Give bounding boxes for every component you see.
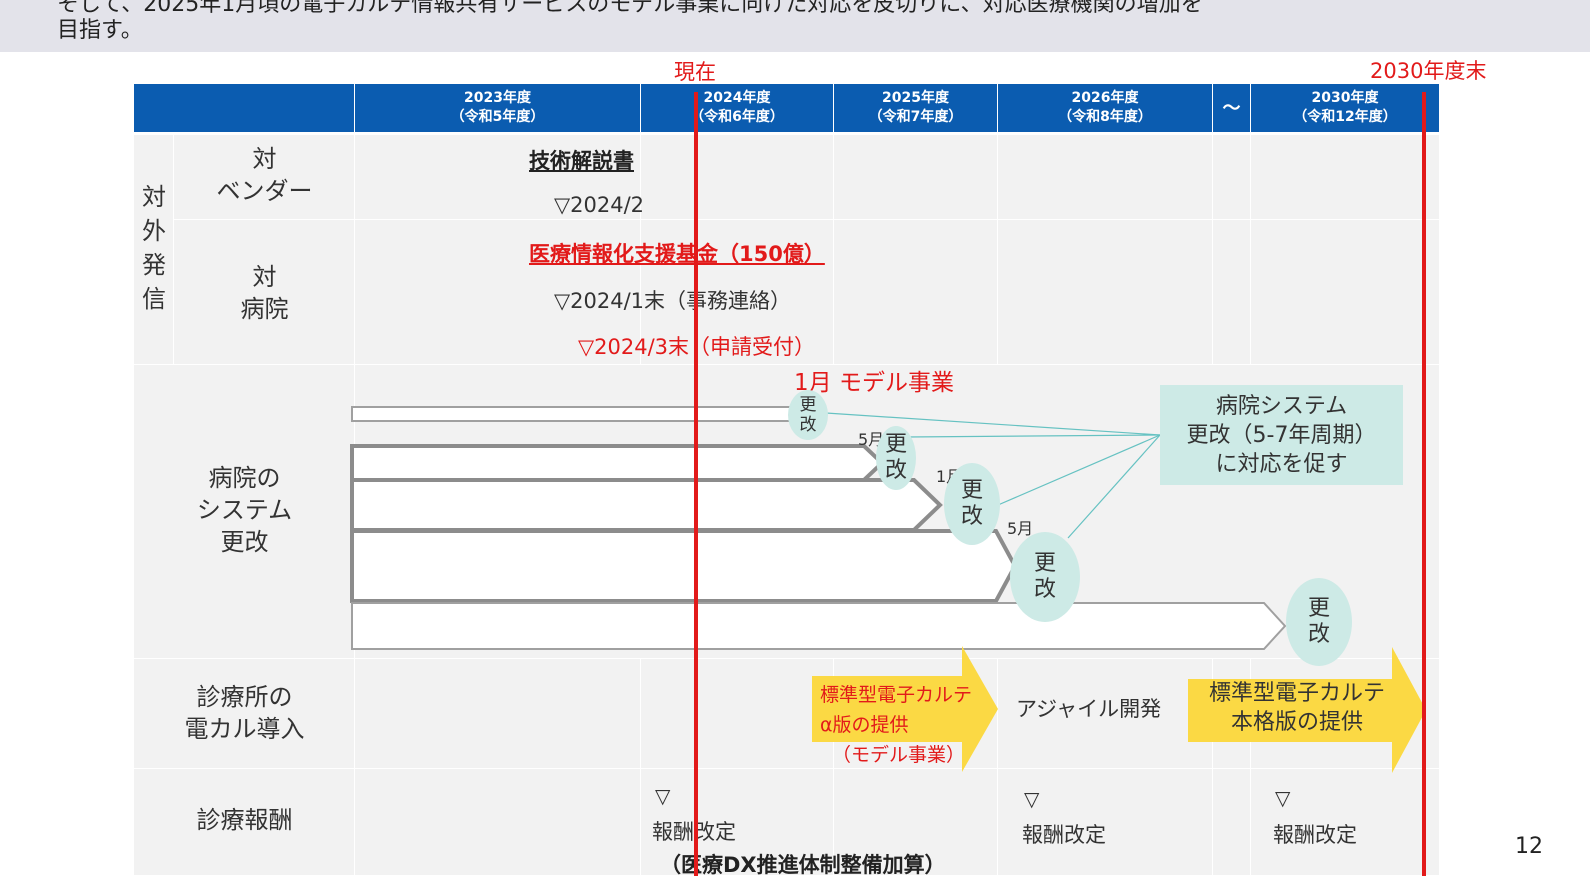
header-era: （令和7年度） <box>868 109 963 125</box>
header-year: 2026年度 <box>1071 90 1139 106</box>
vendor-date: ▽2024/2 <box>554 193 645 217</box>
fee-revision-2030: 報酬改定 <box>1273 823 1357 847</box>
cell-hospital-label <box>174 220 355 365</box>
fee-marker-2026: ▽ <box>1024 787 1040 811</box>
alpha-version-text: 標準型電子カルテ α版の提供 （モデル事業） <box>820 684 973 766</box>
hospital-row-label: 対 病院 <box>240 262 289 323</box>
tech-doc-title: 技術解説書 <box>529 149 634 173</box>
header-year: 2030年度 <box>1311 90 1379 106</box>
intro-text-line1: そして、2025年1月頃の電子カルテ情報共有サービスのモデル事業に向けた対応を皮… <box>57 0 1203 17</box>
fee-row-label: 診療報酬 <box>196 806 293 834</box>
cell-outbound-group <box>134 135 174 365</box>
outbound-group-label: 対 外 発 信 <box>142 182 166 313</box>
header-era: （令和12年度） <box>1293 109 1397 125</box>
header-year: 2025年度 <box>882 90 949 106</box>
renewal-bubble-1: 更 改 <box>788 390 828 440</box>
agile-dev-text: アジャイル開発 <box>1016 697 1162 721</box>
header-year: 2024年度 <box>703 90 771 106</box>
fee-marker-2030: ▽ <box>1275 786 1291 810</box>
end-line <box>1422 92 1426 876</box>
month-label-3: 5月 <box>1007 519 1034 538</box>
now-line <box>694 92 698 876</box>
fund-title: 医療情報化支援基金（150億） <box>529 242 825 266</box>
header-era: （令和6年度） <box>690 109 784 125</box>
header-year: 2023年度 <box>464 90 531 106</box>
cell-clinic-label <box>134 659 355 769</box>
full-arrow <box>1188 647 1426 773</box>
header-corner <box>134 84 355 132</box>
renewal-bubble-5: 更 改 <box>1286 578 1352 666</box>
header-col-2023: 2023年度 （令和5年度） <box>355 84 641 132</box>
renewal-bubble-4: 更 改 <box>1010 532 1080 622</box>
hospital-notice: ▽2024/1末（事務連絡） <box>554 289 792 313</box>
system-row-label: 病院の システム 更改 <box>196 464 293 556</box>
header-col-2024: 2024年度 （令和6年度） <box>641 84 834 132</box>
header-col-tilde: ～ <box>1213 84 1251 132</box>
header-col-2030: 2030年度 （令和12年度） <box>1251 84 1440 132</box>
fee-marker-2024: ▽ <box>655 784 671 808</box>
renewal-bubble-2: 更 改 <box>876 426 916 490</box>
model-project-label: 1月 モデル事業 <box>794 370 954 396</box>
vendor-row-label: 対 ベンダー <box>216 145 313 205</box>
cell-vendor-label <box>174 135 355 220</box>
system-bar-2 <box>350 444 885 482</box>
cell-system-label <box>134 365 355 659</box>
full-version-text: 標準型電子カルテ 本格版の提供 <box>1208 681 1385 735</box>
intro-text-line2: 目指す。 <box>57 18 143 43</box>
clinic-row-label: 診療所の 電カル導入 <box>184 683 305 743</box>
callout-connectors <box>825 412 1161 539</box>
renewal-callout: 病院システム 更改（5-7年周期） に対応を促す <box>1160 385 1403 485</box>
intro-band: そして、2025年1月頃の電子カルテ情報共有サービスのモデル事業に向けた対応を皮… <box>0 0 1590 52</box>
page-number: 12 <box>1515 834 1543 859</box>
renewal-bubble-3: 更 改 <box>944 463 1000 545</box>
dx-note: （医療DX推進体制整備加算） <box>660 853 946 877</box>
system-bar-1 <box>351 406 793 422</box>
header-col-2026: 2026年度 （令和8年度） <box>998 84 1213 132</box>
header-era: （令和8年度） <box>1058 109 1152 125</box>
system-bar-4 <box>350 529 1018 603</box>
alpha-arrow <box>812 646 998 772</box>
header-col-2025: 2025年度 （令和7年度） <box>834 84 998 132</box>
fee-revision-2026: 報酬改定 <box>1022 823 1106 847</box>
end-label: 2030年度末 <box>1370 59 1487 83</box>
now-label: 現在 <box>674 60 716 84</box>
system-bar-3 <box>350 478 943 532</box>
system-bar-5 <box>351 602 1287 650</box>
cell-fee-label <box>134 769 355 876</box>
header-era: （令和5年度） <box>450 109 545 125</box>
header-year: ～ <box>1222 97 1241 119</box>
